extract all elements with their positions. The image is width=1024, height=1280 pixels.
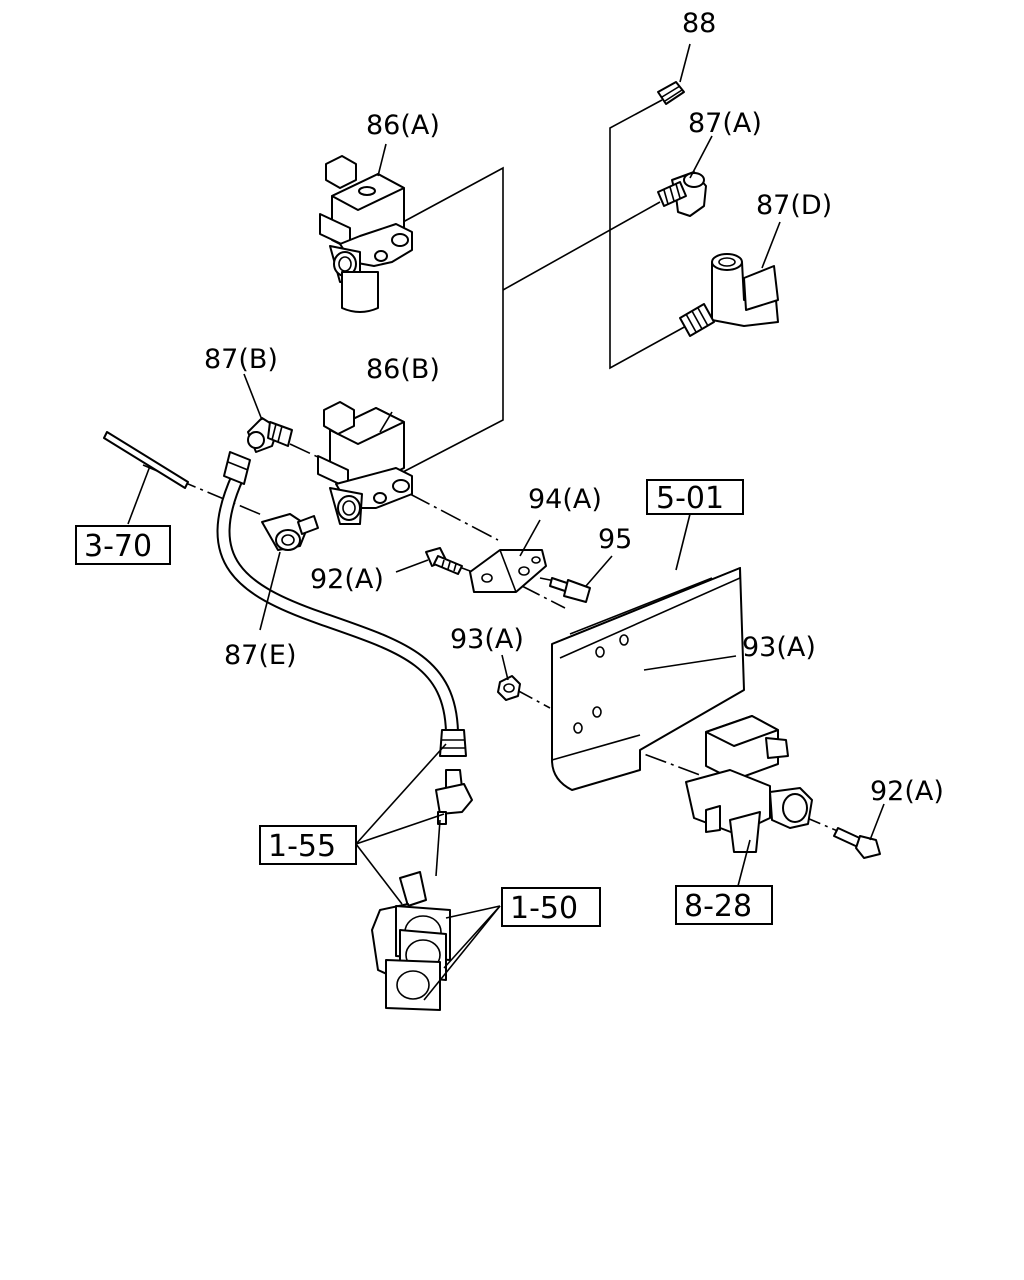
leader-lines [127, 43, 885, 1001]
callout-95: 95 [598, 524, 632, 555]
ref-box-3-70[interactable]: 3-70 [75, 525, 171, 565]
callout-93a-left: 93(A) [450, 624, 524, 655]
bolt-92a-bottom [833, 827, 881, 859]
ref-label-3-70: 3-70 [84, 529, 152, 564]
valve-assembly-1-50 [371, 871, 451, 1011]
elbow-fitting-87b [247, 417, 293, 453]
ref-box-1-55[interactable]: 1-55 [259, 825, 357, 865]
elbow-fitting-87a [657, 171, 707, 217]
solenoid-valve-86a [319, 155, 413, 313]
valve-8-28 [685, 715, 813, 853]
tee-fitting-87d [679, 253, 779, 337]
tee-fitting-lower [435, 769, 473, 877]
callout-93a-right: 93(A) [742, 632, 816, 663]
hose-assembly [216, 451, 467, 757]
ref-label-5-01: 5-01 [656, 481, 724, 516]
callout-88: 88 [682, 8, 716, 39]
ref-label-1-50: 1-50 [510, 891, 578, 926]
reference-boxes: 5-01 3-70 1-55 1-50 8-28 [75, 479, 773, 927]
callout-87e: 87(E) [224, 640, 296, 671]
ref-label-8-28: 8-28 [684, 889, 752, 924]
pipe-3-70 [103, 431, 189, 489]
solenoid-valve-86b [317, 401, 413, 525]
elbow-fitting-87e [261, 513, 319, 551]
callout-86b: 86(B) [366, 354, 440, 385]
bolt-95 [549, 577, 591, 603]
callout-87b: 87(B) [204, 344, 278, 375]
ref-box-8-28[interactable]: 8-28 [675, 885, 773, 925]
frame-rail-5-01 [551, 566, 745, 791]
ref-box-5-01[interactable]: 5-01 [646, 479, 744, 516]
callout-87a: 87(A) [688, 108, 762, 139]
fitting-88 [657, 81, 685, 105]
callout-87d: 87(D) [756, 190, 832, 221]
callout-92a-top: 92(A) [310, 564, 384, 595]
nut-93a-left [497, 675, 521, 701]
callouts: 88 86(A) 87(A) 87(D) 87(B) 86(B) 94(A) 9… [204, 8, 944, 807]
ref-label-1-55: 1-55 [268, 829, 336, 864]
callout-86a: 86(A) [366, 110, 440, 141]
callout-94a: 94(A) [528, 484, 602, 515]
ref-box-1-50[interactable]: 1-50 [501, 887, 601, 927]
bolt-92a-top [425, 547, 463, 575]
callout-92a-bottom: 92(A) [870, 776, 944, 807]
bracket-94a [469, 549, 547, 593]
